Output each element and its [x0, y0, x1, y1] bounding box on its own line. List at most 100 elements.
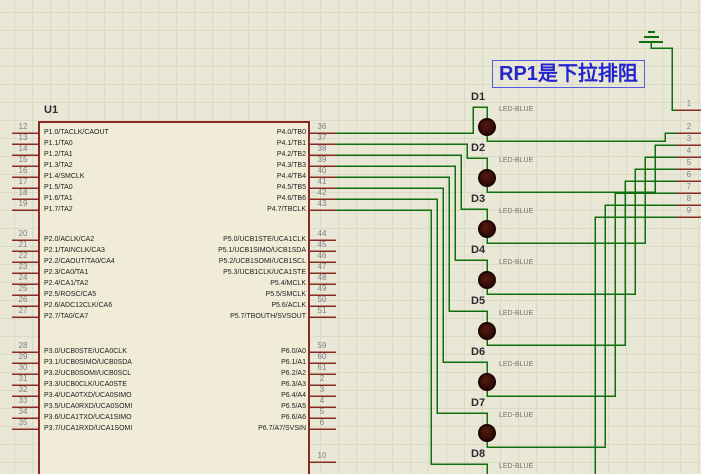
pin-number: 13: [18, 133, 28, 142]
pin-name: P5.3/UCB1CLK/UCA1STE: [223, 269, 306, 276]
wire-cathode-d7[interactable]: [486, 204, 676, 448]
pin-name: P4.0/TB0: [276, 129, 306, 136]
pin-number: 49: [317, 284, 327, 293]
pin-name: P4.5/TB5: [276, 184, 306, 191]
pin-number: 24: [18, 273, 28, 282]
pin-name: P5.6/ACLK: [271, 302, 306, 309]
wire-cathode-d5[interactable]: [486, 180, 676, 346]
pin-name: P5.2/UCB1SOMI/UCB1SCL: [218, 258, 306, 265]
pin-number: 36: [317, 122, 327, 131]
pin-number: 2: [319, 374, 325, 383]
pin-name: P5.7/TBOUTH/SVSOUT: [230, 313, 306, 320]
wire-cathode-d4[interactable]: [486, 168, 676, 295]
pin-number: 10: [317, 451, 327, 460]
pin-name: P3.1/UCB0SIMO/UCB0SDA: [44, 359, 132, 366]
pin-number: 34: [18, 407, 28, 416]
pin-number: 35: [18, 418, 28, 427]
pin-number: 21: [18, 240, 28, 249]
annotation-rp1-note[interactable]: RP1是下拉排阻: [492, 60, 645, 88]
pin-number: 40: [317, 166, 327, 175]
pin-name: P2.3/CA0/TA1: [44, 269, 89, 276]
pin-number: 28: [18, 341, 28, 350]
wire-anode-d2[interactable]: [336, 143, 488, 170]
led-d1[interactable]: [478, 118, 496, 136]
wire-anode-d3[interactable]: [336, 154, 488, 221]
wire-cathode-d1[interactable]: [486, 132, 676, 142]
pin-name: P1.4/SMCLK: [44, 173, 85, 180]
pin-name: P2.1/TAINCLK/CA3: [44, 247, 105, 254]
pin-name: P3.5/UCA0RXD/UCA0SOMI: [44, 403, 133, 410]
led-d6[interactable]: [478, 373, 496, 391]
wire-anode-d6[interactable]: [336, 187, 488, 374]
led-part-name: LED-BLUE: [499, 208, 534, 215]
pin-number: 51: [317, 306, 327, 315]
led-ref-d7: D7: [471, 397, 486, 409]
pin-number: 26: [18, 295, 28, 304]
pin-number: 33: [18, 396, 28, 405]
wire-anode-d1[interactable]: [336, 106, 488, 134]
pin-name: P4.7/TBCLK: [267, 206, 306, 213]
pin-number: 47: [317, 262, 327, 271]
led-d4[interactable]: [478, 271, 496, 289]
pin-number: 48: [317, 273, 327, 282]
wire-anode-d8[interactable]: [336, 209, 488, 474]
pin-number: 19: [18, 199, 28, 208]
pin-name: P6.5/A5: [281, 403, 306, 410]
pin-name: P4.1/TB1: [276, 140, 306, 147]
pin-name: P5.4/MCLK: [270, 280, 306, 287]
pin-name: P3.2/UCB0SOMI/UCB0SCL: [44, 370, 132, 377]
mcu-u1-body[interactable]: [38, 121, 310, 474]
led-ref-d5: D5: [471, 295, 486, 307]
pin-name: P1.0/TACLK/CAOUT: [44, 129, 109, 136]
pin-number: 31: [18, 374, 28, 383]
wire-cathode-d2[interactable]: [486, 144, 676, 193]
led-d5[interactable]: [478, 322, 496, 340]
led-part-name: LED-BLUE: [499, 412, 534, 419]
pin-number: 20: [18, 229, 28, 238]
pin-number: 14: [18, 144, 28, 153]
pin-name: P1.7/TA2: [44, 206, 73, 213]
pin-name: P4.3/TB3: [276, 162, 306, 169]
pin-number: 12: [18, 122, 28, 131]
pin-number: 46: [317, 251, 327, 260]
pin-name: P6.6/A6: [281, 414, 306, 421]
pin-name: P3.6/UCA1TXD/UCA1SIMO: [44, 414, 132, 421]
pin-name: P5.1/UCB1SIMO/UCB1SDA: [218, 247, 306, 254]
led-part-name: LED-BLUE: [499, 361, 534, 368]
pin-name: P6.7/A7/SVSIN: [258, 425, 306, 432]
rp1-pin-number: 4: [686, 146, 692, 155]
wire-cathode-d6[interactable]: [486, 192, 676, 397]
ground-wire[interactable]: [650, 42, 676, 111]
wire-cathode-d3[interactable]: [486, 156, 676, 244]
rp1-pin-number: 1: [686, 99, 692, 108]
pin-name: P2.7/TA0/CA7: [44, 313, 89, 320]
rp1-pin-number: 2: [686, 122, 692, 131]
pin-number: 25: [18, 284, 28, 293]
pin-name: P6.2/A2: [281, 370, 306, 377]
pin-name: P6.4/A4: [281, 392, 306, 399]
led-ref-d4: D4: [471, 244, 486, 256]
pin-number: 6: [319, 418, 325, 427]
rp1-pin-number: 8: [686, 194, 692, 203]
pin-number: 61: [317, 363, 327, 372]
pin-number: 23: [18, 262, 28, 271]
rp1-pin-number: 6: [686, 170, 692, 179]
led-ref-d6: D6: [471, 346, 486, 358]
led-d3[interactable]: [478, 220, 496, 238]
wire-cathode-d8[interactable]: [487, 216, 676, 474]
pin-name: P1.2/TA1: [44, 151, 73, 158]
pin-number: 50: [317, 295, 327, 304]
led-d7[interactable]: [478, 424, 496, 442]
pin-name: P6.3/A3: [281, 381, 306, 388]
led-d2[interactable]: [478, 169, 496, 187]
pin-number: 4: [319, 396, 325, 405]
wire-anode-d5[interactable]: [336, 176, 488, 323]
pin-name: P6.1/A1: [281, 359, 306, 366]
wire-anode-d4[interactable]: [336, 165, 488, 272]
wire-anode-d7[interactable]: [336, 198, 488, 425]
pin-name: P4.2/TB2: [276, 151, 306, 158]
rp1-pin-number: 5: [686, 158, 692, 167]
pin-number: 17: [18, 177, 28, 186]
